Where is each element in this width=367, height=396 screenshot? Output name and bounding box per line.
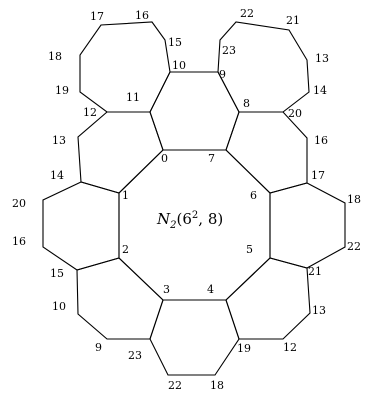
vertex-label-12-right: 12 (283, 341, 297, 354)
vertex-label-9-bottom: 9 (95, 341, 102, 354)
lower-left-hexagon (76, 257, 164, 340)
vertex-label-8: 8 (243, 97, 250, 110)
vertex-label-3: 3 (163, 283, 170, 296)
vertex-label-20-right: 20 (288, 107, 302, 120)
vertex-label-11: 11 (126, 91, 140, 104)
vertex-label-14-upper-right: 14 (313, 84, 327, 97)
vertex-label-0: 0 (161, 152, 168, 165)
vertex-label-5: 5 (246, 243, 253, 256)
vertex-label-18-right: 18 (347, 193, 361, 206)
vertex-label-22-upper-right: 22 (240, 7, 254, 20)
vertex-label-18-upper-left: 18 (48, 50, 62, 63)
bottom-hexagon (149, 299, 240, 376)
vertex-label-16-left: 16 (12, 235, 26, 248)
vertex-label-19-bottom: 19 (237, 342, 251, 355)
vertex-label-7: 7 (208, 152, 215, 165)
vertex-label-18-bottom: 18 (210, 379, 224, 391)
vertex-label-15-left: 15 (50, 267, 64, 280)
vertex-label-20-left: 20 (12, 197, 26, 210)
left-hexagon (42, 181, 120, 271)
vertex-label-22-right: 22 (347, 240, 361, 253)
vertex-label-23-upper-right: 23 (222, 44, 236, 57)
vertex-label-22-bottom: 22 (168, 379, 182, 391)
vertex-label-6: 6 (250, 189, 257, 202)
vertex-label-16-upper-left: 16 (135, 9, 149, 22)
vertex-label-17-upper-left: 17 (90, 10, 104, 23)
top-hexagon (149, 71, 240, 151)
vertex-label-21-upper-right: 21 (286, 14, 300, 27)
vertex-label-21-right: 21 (308, 265, 322, 278)
vertex-label-23-bottom: 23 (128, 349, 142, 362)
vertex-label-16-right: 16 (314, 134, 328, 147)
vertex-label-13-upper-right: 13 (315, 52, 329, 65)
vertex-label-2: 2 (122, 243, 129, 256)
upper-left-hexagon (77, 111, 164, 194)
vertex-label-1: 1 (122, 189, 129, 202)
vertex-label-9: 9 (219, 68, 226, 81)
lower-right-hexagon (225, 257, 311, 340)
upper-right-hexagon (225, 111, 308, 194)
vertex-label-10-left: 10 (52, 300, 66, 313)
vertex-label-15-upper-left: 15 (168, 36, 182, 49)
upper-right-octagon (217, 21, 310, 113)
vertex-label-10: 10 (172, 59, 186, 72)
upper-left-octagon (79, 21, 171, 113)
vertex-label-12: 12 (83, 106, 97, 119)
vertex-label-14-left: 14 (50, 169, 64, 182)
vertex-label-13-left: 13 (52, 134, 66, 147)
vertex-label-19-upper-left: 19 (55, 84, 69, 97)
diagram-title: N2(62, 8) (156, 210, 223, 231)
central-octagon (118, 149, 271, 301)
vertex-label-4: 4 (207, 283, 214, 296)
right-hexagon (269, 182, 346, 269)
vertex-label-13-right: 13 (312, 304, 326, 317)
vertex-label-17-right: 17 (311, 169, 325, 182)
